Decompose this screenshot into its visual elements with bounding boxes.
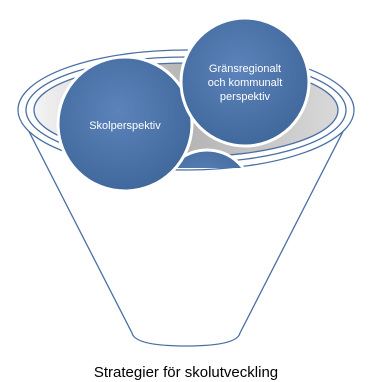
circle-label-gransregionalt: Gränsregionalt och kommunalt perspektiv: [207, 63, 283, 103]
circle-label-skolperspektiv: Skolperspektiv: [89, 120, 161, 132]
circle-skolperspektiv: [56, 55, 194, 193]
funnel-body: [17, 109, 355, 347]
circle-gransregionalt: [179, 16, 311, 148]
diagram-caption: Strategier för skolutveckling: [93, 364, 279, 381]
circle-bottom: [169, 148, 245, 168]
